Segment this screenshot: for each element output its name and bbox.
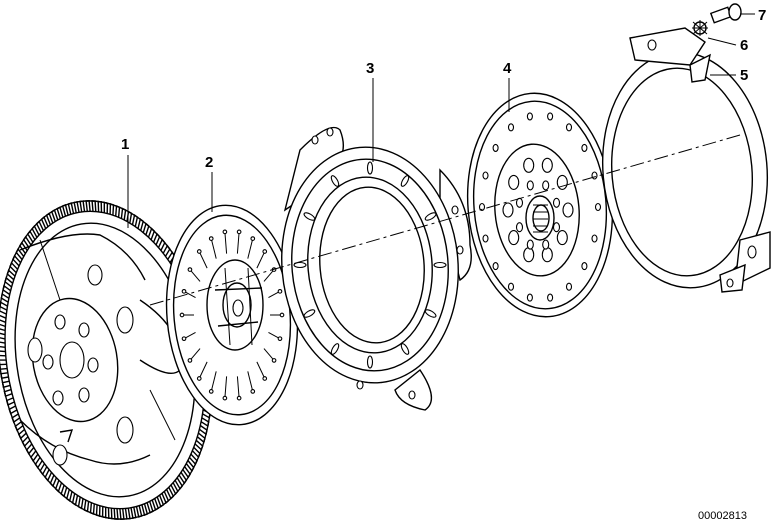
flywheel (0, 200, 213, 520)
bolt (709, 3, 742, 24)
reference-number: 00002813 (698, 510, 747, 522)
leader-lines (127, 13, 755, 228)
pressure-plate (281, 126, 472, 411)
pressure-plate-windows (293, 161, 447, 369)
part-label-5: 5 (740, 67, 748, 84)
part-label-4: 4 (503, 60, 512, 77)
part-label-1: 1 (121, 136, 129, 153)
part-label-3: 3 (366, 60, 374, 77)
ring (601, 27, 771, 293)
part-label-7: 7 (758, 7, 766, 24)
part-label-6: 6 (740, 37, 748, 54)
center-axis-line (149, 134, 741, 306)
clutch-disc (165, 204, 299, 426)
disc-spring-slots (179, 229, 285, 401)
part-label-2: 2 (205, 154, 213, 171)
flexible-disc-holes (478, 112, 602, 302)
lock-washer (692, 20, 708, 36)
flexible-disc (466, 92, 614, 318)
